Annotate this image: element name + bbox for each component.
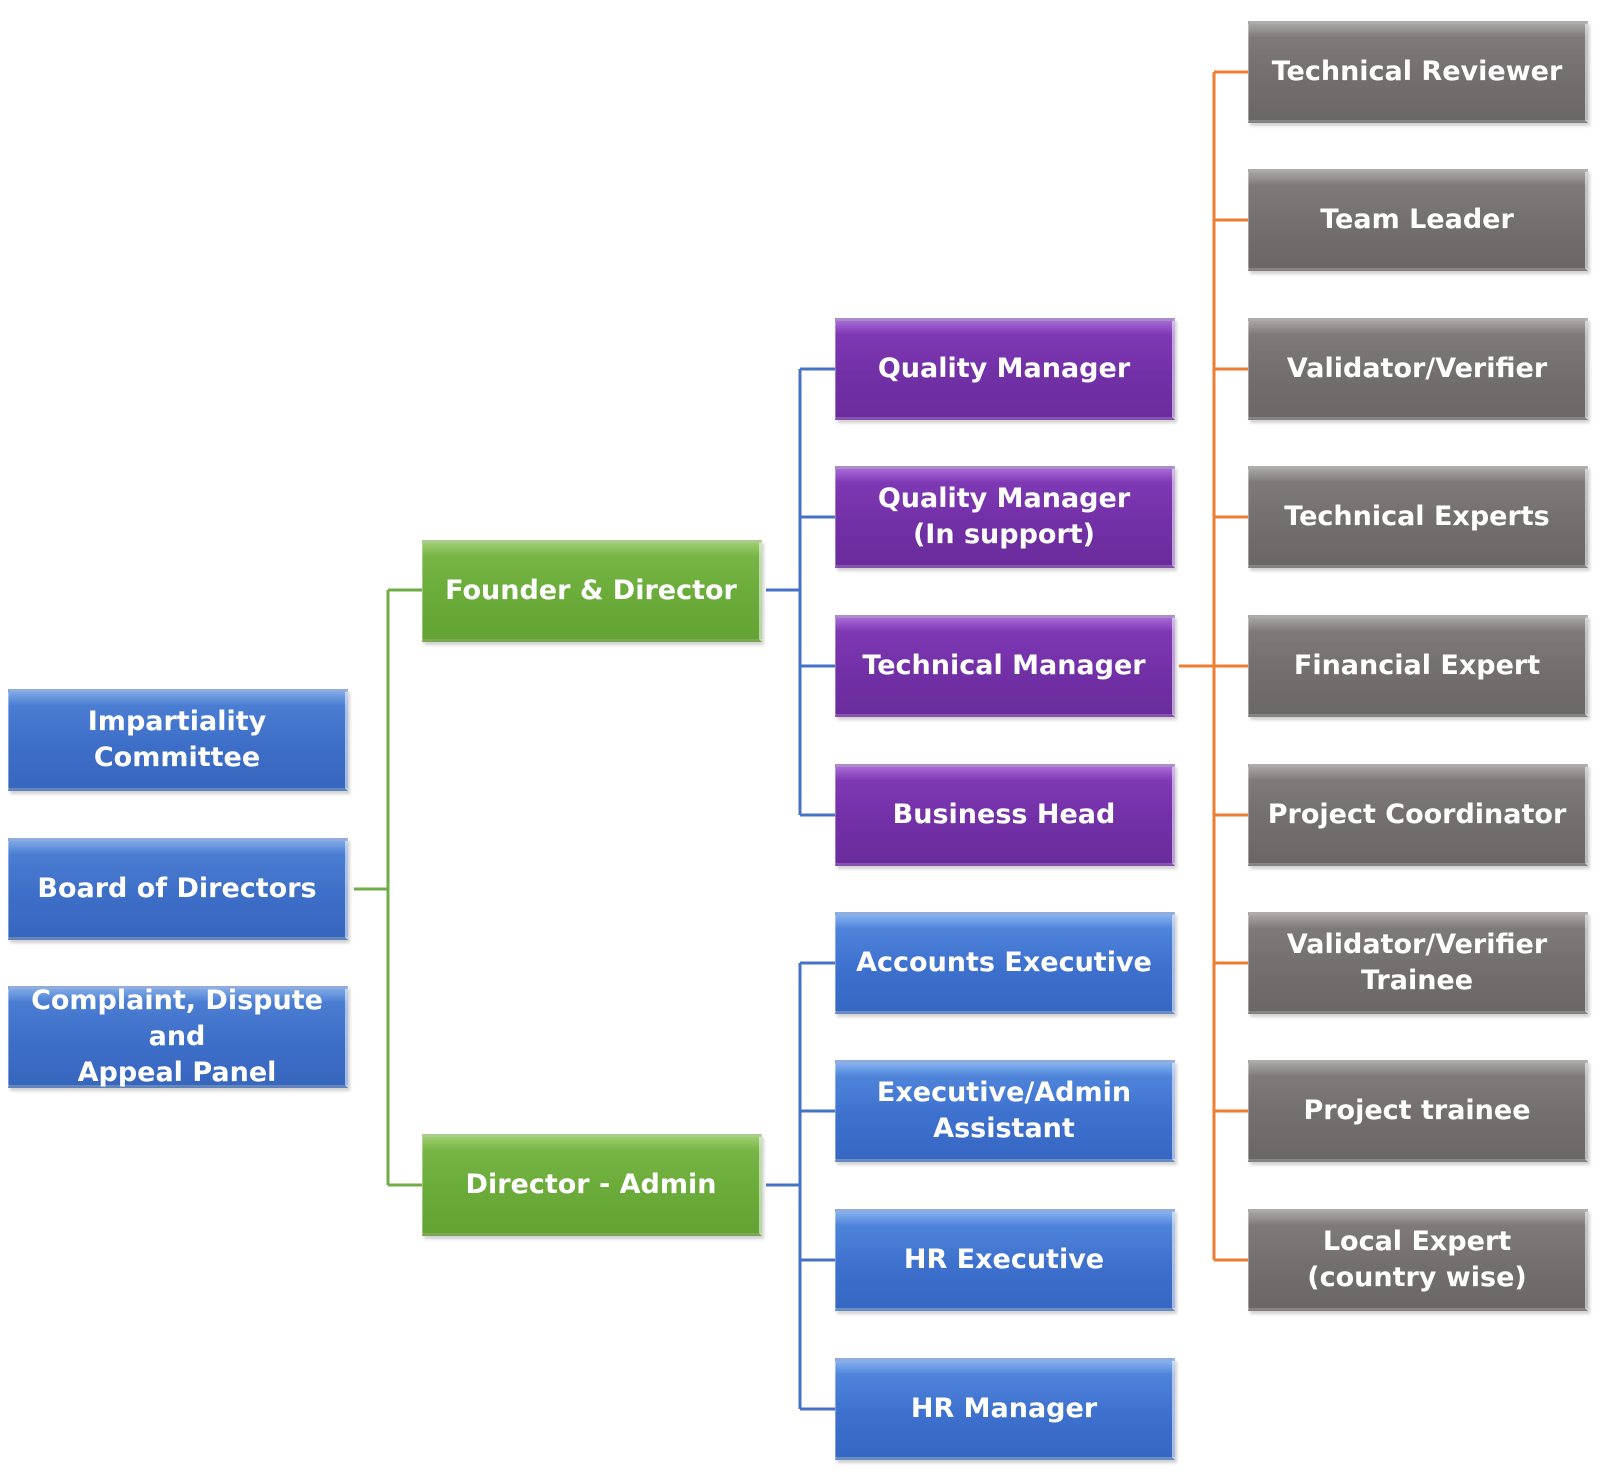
team-leader-box: Team Leader — [1248, 169, 1588, 271]
admin-connector — [766, 961, 835, 1411]
technical-experts-box: Technical Experts — [1248, 466, 1588, 568]
board-connector — [354, 588, 422, 1187]
technical-reviewer-box: Technical Reviewer — [1248, 21, 1588, 123]
validator-verifier-trainee-box: Validator/Verifier Trainee — [1248, 912, 1588, 1014]
project-trainee-box: Project trainee — [1248, 1060, 1588, 1162]
hr-executive-box: HR Executive — [835, 1209, 1175, 1311]
quality-manager-support-box: Quality Manager (In support) — [835, 466, 1175, 568]
quality-manager-box: Quality Manager — [835, 318, 1175, 420]
business-head-box: Business Head — [835, 764, 1175, 866]
impartiality-committee-box: Impartiality Committee — [8, 689, 348, 791]
accounts-executive-box: Accounts Executive — [835, 912, 1175, 1014]
project-coordinator-box: Project Coordinator — [1248, 764, 1588, 866]
technical-manager-box: Technical Manager — [835, 615, 1175, 717]
founder-connector — [766, 367, 835, 817]
technical-connector — [1179, 70, 1248, 1262]
financial-expert-box: Financial Expert — [1248, 615, 1588, 717]
board-of-directors-box: Board of Directors — [8, 838, 348, 940]
complaint-dispute-appeal-panel-box: Complaint, Dispute and Appeal Panel — [8, 985, 348, 1088]
hr-manager-box: HR Manager — [835, 1358, 1175, 1460]
local-expert-box: Local Expert (country wise) — [1248, 1209, 1588, 1311]
founder-director-box: Founder & Director — [422, 540, 762, 642]
executive-admin-assistant-box: Executive/Admin Assistant — [835, 1060, 1175, 1162]
validator-verifier-box: Validator/Verifier — [1248, 318, 1588, 420]
director-admin-box: Director - Admin — [422, 1134, 762, 1236]
